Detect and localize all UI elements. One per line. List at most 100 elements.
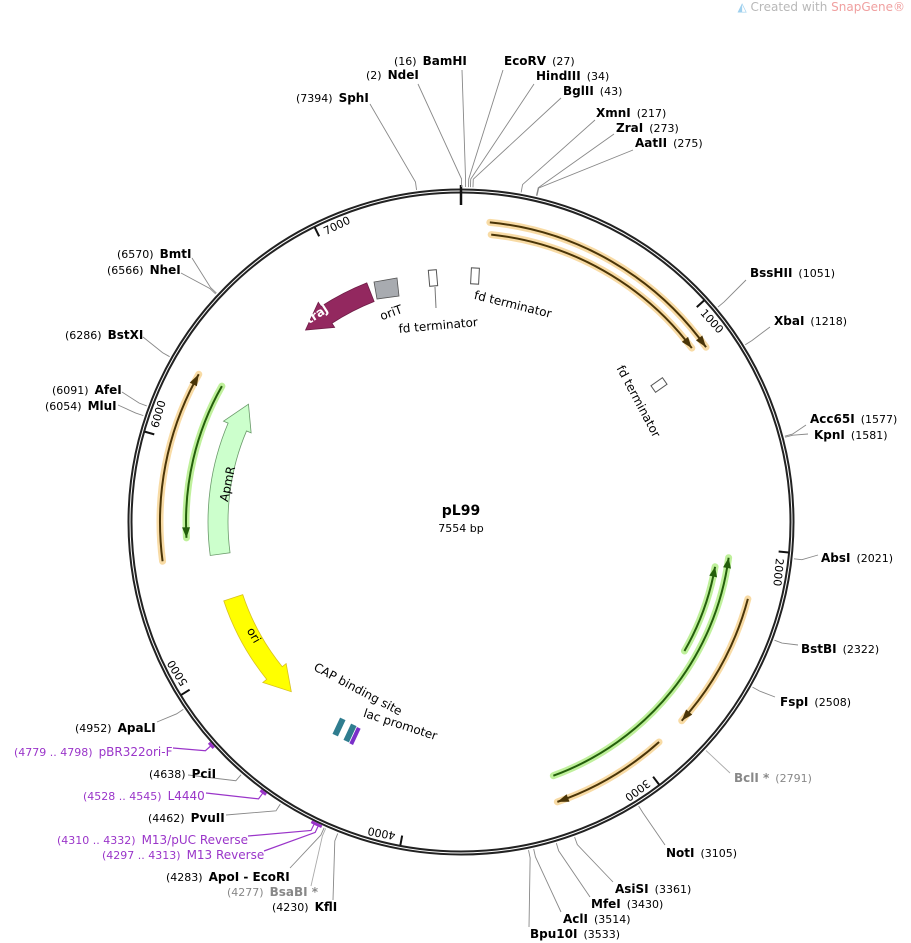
green-feature-1-arrowhead bbox=[723, 557, 732, 569]
site-position: (6054) bbox=[45, 400, 82, 413]
green-feature-2-glow bbox=[680, 563, 719, 655]
plasmid-name: pL99 bbox=[441, 503, 481, 519]
primer-range: (4297 .. 4313) bbox=[102, 849, 181, 862]
site-label-bmti[interactable]: (6570)BmtI bbox=[111, 248, 191, 262]
primer-label[interactable]: (4310 .. 4332)M13/pUC Reverse bbox=[51, 834, 248, 848]
site-label-xbai[interactable]: XbaI(1218) bbox=[774, 315, 853, 329]
site-name: XmnI bbox=[596, 106, 631, 120]
site-label-bstxi[interactable]: (6286)BstXI bbox=[59, 329, 143, 343]
site-label-bsshii[interactable]: BssHII(1051) bbox=[750, 267, 841, 281]
site-name: BglII bbox=[563, 84, 594, 98]
site-leader-line bbox=[555, 843, 591, 898]
site-name: BsaBI * bbox=[269, 885, 319, 899]
site-position: (2322) bbox=[842, 643, 880, 656]
snapgene-logo-icon: ◭ bbox=[737, 0, 751, 14]
site-label-afei[interactable]: (6091)AfeI bbox=[46, 383, 122, 398]
site-position: (6570) bbox=[117, 248, 154, 261]
site-label-xmni[interactable]: XmnI(217) bbox=[596, 106, 672, 121]
site-label-mfei[interactable]: MfeI(3430) bbox=[591, 898, 669, 912]
site-name: BstBI bbox=[801, 642, 837, 656]
site-position: (1218) bbox=[810, 315, 847, 328]
site-label-apoi-ecori[interactable]: (4283)ApoI - EcoRI bbox=[160, 871, 290, 885]
site-label-kfli[interactable]: (4230)KflI bbox=[266, 901, 337, 915]
site-label-acc65i[interactable]: Acc65I(1577) bbox=[810, 412, 903, 427]
site-label-ecorv[interactable]: EcoRV(27) bbox=[504, 54, 581, 69]
site-position: (275) bbox=[673, 137, 703, 150]
site-position: (2) bbox=[366, 69, 382, 82]
primer-mark bbox=[310, 820, 319, 827]
orange-feature-3-arrowhead bbox=[681, 709, 693, 721]
site-label-pcii[interactable]: (4638)PciI bbox=[143, 768, 216, 782]
site-label-bamhi[interactable]: (16)BamHI bbox=[388, 55, 467, 69]
site-leader-line bbox=[705, 750, 731, 774]
site-name: SphI bbox=[338, 91, 369, 105]
tick-mark bbox=[778, 550, 789, 554]
site-leader-line bbox=[784, 433, 809, 438]
site-label-ndei[interactable]: (2)NdeI bbox=[360, 69, 419, 83]
site-label-zrai[interactable]: ZraI(273) bbox=[616, 122, 685, 136]
site-label-noti[interactable]: NotI(3105) bbox=[666, 847, 743, 861]
orange-feature-1-arrowhead bbox=[695, 335, 707, 348]
site-leader-line bbox=[535, 133, 615, 196]
site-leader-line bbox=[121, 391, 147, 407]
site-leader-line bbox=[574, 836, 614, 883]
site-name: AfeI bbox=[94, 383, 122, 397]
site-position: (2508) bbox=[814, 696, 851, 709]
site-label-asisi[interactable]: AsiSI(3361) bbox=[615, 883, 697, 897]
tick-mark bbox=[144, 430, 155, 436]
site-label-acli[interactable]: AclI(3514) bbox=[563, 913, 637, 927]
site-position: (4462) bbox=[148, 812, 185, 825]
site-label-aatii[interactable]: AatII(275) bbox=[635, 137, 709, 151]
site-leader-line bbox=[191, 257, 217, 294]
site-label-bsabi[interactable]: (4277) BsaBI * bbox=[221, 885, 319, 900]
site-position: (3361) bbox=[654, 883, 692, 896]
tick-mark bbox=[399, 835, 404, 846]
primer-label[interactable]: (4528 .. 4545)L4440 bbox=[77, 790, 205, 804]
site-leader-line bbox=[638, 805, 666, 846]
site-label-bcli[interactable]: BclI *(2791) bbox=[734, 772, 818, 786]
site-name: EcoRV bbox=[504, 54, 547, 68]
site-position: (273) bbox=[649, 122, 679, 135]
site-position: (3514) bbox=[593, 913, 631, 926]
tick-label: 1000 bbox=[698, 307, 726, 336]
primer-label[interactable]: (4297 .. 4313)M13 Reverse bbox=[96, 849, 264, 863]
site-name: ApaLI bbox=[117, 721, 156, 735]
site-name: Acc65I bbox=[810, 412, 855, 426]
site-position: (6566) bbox=[107, 264, 144, 277]
site-label-nhei[interactable]: (6566)NheI bbox=[101, 264, 181, 278]
orange-feature-5 bbox=[159, 373, 200, 562]
site-label-mlui[interactable]: (6054) MluI bbox=[39, 399, 117, 414]
site-leader-line bbox=[289, 827, 325, 869]
site-position: (4283) bbox=[166, 871, 203, 884]
site-label-sphi[interactable]: (7394)SphI bbox=[290, 91, 369, 106]
watermark-brand: SnapGene® bbox=[831, 0, 905, 14]
site-position: (16) bbox=[394, 55, 417, 68]
site-label-bstbi[interactable]: BstBI (2322) bbox=[801, 642, 885, 657]
site-position: (4277) bbox=[227, 886, 264, 899]
site-leader-line bbox=[528, 850, 531, 928]
site-label-apali[interactable]: (4952)ApaLI bbox=[69, 721, 156, 736]
primer-label[interactable]: (4779 .. 4798)pBR322ori-F bbox=[8, 745, 173, 760]
primer-leader-line bbox=[247, 823, 316, 837]
site-label-bglii[interactable]: BglII(43) bbox=[563, 84, 628, 99]
fd-terminator-box-3 bbox=[650, 377, 668, 393]
site-leader-line bbox=[310, 828, 327, 887]
primer-leader-line bbox=[172, 744, 212, 752]
site-position: (6286) bbox=[65, 329, 102, 342]
site-position: (3105) bbox=[700, 847, 738, 860]
green-feature-3-arrowhead bbox=[182, 527, 191, 538]
site-label-absi[interactable]: AbsI(2021) bbox=[821, 552, 899, 566]
fd-terminator-box-2 bbox=[470, 267, 480, 285]
primer-name: pBR322ori-F bbox=[98, 745, 173, 759]
site-position: (3430) bbox=[626, 898, 664, 911]
site-label-kpni[interactable]: KpnI(1581) bbox=[814, 429, 893, 443]
site-label-fspi[interactable]: FspI(2508) bbox=[780, 696, 857, 710]
site-name: MluI bbox=[87, 399, 117, 413]
site-label-hindiii[interactable]: HindIII(34) bbox=[536, 70, 615, 84]
site-label-bpu10i[interactable]: Bpu10I(3533) bbox=[530, 928, 626, 942]
site-label-pvuii[interactable]: (4462)PvuII bbox=[142, 812, 225, 826]
orange-feature-2 bbox=[491, 233, 693, 349]
orange-feature-1 bbox=[489, 221, 707, 348]
site-leader-line bbox=[180, 272, 216, 295]
